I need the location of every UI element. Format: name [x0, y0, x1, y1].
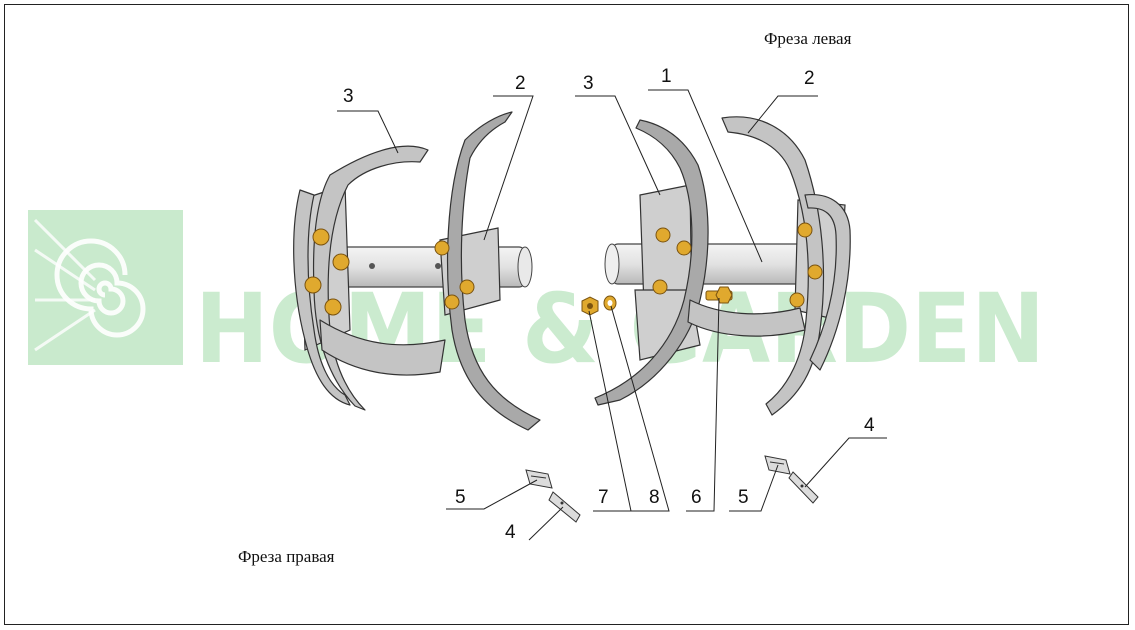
bolt-6	[705, 286, 733, 304]
tine-right-4	[319, 319, 446, 376]
clip-5-right	[525, 469, 553, 489]
bolts-left	[652, 222, 823, 308]
callout-2-left-cutter: 2	[804, 68, 815, 89]
callout-6-bolt: 6	[691, 487, 702, 508]
callout-4-right-pin: 4	[505, 522, 516, 543]
leader-lines	[337, 89, 887, 541]
nut-7	[581, 296, 599, 316]
callout-4-left-pin: 4	[864, 415, 875, 436]
cutter-right-assembly	[293, 111, 541, 431]
tine-left-2	[594, 119, 709, 406]
callout-3-right-cutter: 3	[343, 86, 354, 107]
tine-right-3	[293, 189, 351, 406]
tine-left-1	[721, 116, 825, 416]
pin-4-right	[548, 491, 581, 523]
pin-4-left	[788, 471, 819, 504]
callout-1-shaft: 1	[661, 66, 672, 87]
tine-right-2	[446, 111, 541, 431]
callout-5-left-clip: 5	[738, 487, 749, 508]
tine-left-4	[687, 299, 806, 337]
callout-5-right-clip: 5	[455, 487, 466, 508]
watermark-logo	[28, 210, 183, 365]
drawing-frame	[4, 4, 1129, 625]
callout-2-right-cutter: 2	[515, 73, 526, 94]
callout-3-left-cutter: 3	[583, 73, 594, 94]
bolts-right	[304, 228, 475, 316]
callout-8-washer: 8	[649, 487, 660, 508]
caption-right-cutter: Фреза правая	[238, 547, 335, 566]
callout-7-nut: 7	[598, 487, 609, 508]
tine-left-3	[804, 193, 851, 371]
caption-left-cutter: Фреза левая	[764, 29, 852, 48]
washer-8	[603, 295, 617, 311]
cutter-left-assembly	[594, 116, 851, 416]
